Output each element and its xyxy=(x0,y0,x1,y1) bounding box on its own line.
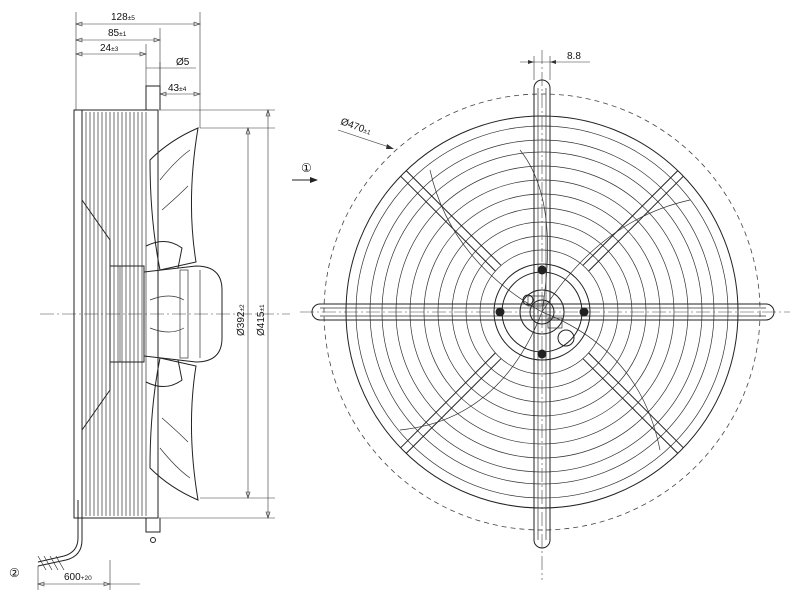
guard-ring xyxy=(355,125,729,499)
guard-ring xyxy=(345,115,739,509)
side-dimension-lines xyxy=(37,12,275,590)
cable-side xyxy=(37,500,83,571)
airflow-marker: ① xyxy=(301,161,312,175)
guard-spoke xyxy=(400,175,496,272)
dim-inner-diameter: Ø392±2 xyxy=(236,304,247,336)
wire-width-dimension xyxy=(520,56,590,80)
guard-ring xyxy=(409,179,675,445)
guard-ring xyxy=(381,151,703,473)
guard-spoke xyxy=(588,175,684,272)
dim-hole-diameter: Ø5 xyxy=(176,57,190,68)
guard-ring xyxy=(423,193,661,431)
blades-front xyxy=(399,149,691,451)
guard-ring xyxy=(465,235,619,389)
dim-cable-length: 600+20 xyxy=(64,572,92,583)
motor-hub-side xyxy=(109,265,223,363)
impeller-blades-side xyxy=(145,127,199,501)
guard-spoke xyxy=(400,352,496,449)
guard-rings xyxy=(345,115,739,509)
dim-outer-diameter: Ø415±1 xyxy=(256,304,267,336)
side-dimension-texts: 128±5 85±1 24±3 Ø5 43±4 Ø392±2 Ø415±1 60… xyxy=(64,12,267,583)
guard-ring xyxy=(369,139,715,485)
guard-ring xyxy=(395,165,689,459)
guard-frame-side xyxy=(73,85,161,543)
dim-wire-width: 8.8 xyxy=(567,51,581,62)
guard-ring xyxy=(479,249,605,375)
guard-spoke xyxy=(588,352,684,449)
guard-ring xyxy=(451,221,633,403)
airflow-arrow xyxy=(292,177,318,183)
guard-diameter-leader xyxy=(337,129,394,149)
cable-marker: ② xyxy=(9,566,20,580)
vertical-support-bar xyxy=(533,79,551,549)
front-view: Ø470±1 8.8 xyxy=(300,50,790,580)
guard-spoke xyxy=(405,170,502,266)
dim-flange-depth: 24±3 xyxy=(100,43,119,54)
dim-frame-depth: 85±1 xyxy=(108,28,127,39)
dim-overall-depth: 128±5 xyxy=(111,12,135,23)
horizontal-support-bar xyxy=(311,303,775,321)
guard-spoke xyxy=(582,170,679,266)
guard-ring xyxy=(437,207,647,417)
hub-bolts xyxy=(495,265,589,359)
dim-impeller-offset: 43±4 xyxy=(168,83,187,94)
side-view: 128±5 85±1 24±3 Ø5 43±4 Ø392±2 Ø415±1 60… xyxy=(9,12,318,590)
guard-spoke xyxy=(405,358,502,454)
guard-spokes xyxy=(400,170,684,454)
guard-outline-circle xyxy=(323,93,761,531)
guard-spoke xyxy=(582,358,679,454)
dim-guard-diameter: Ø470±1 xyxy=(339,116,373,137)
